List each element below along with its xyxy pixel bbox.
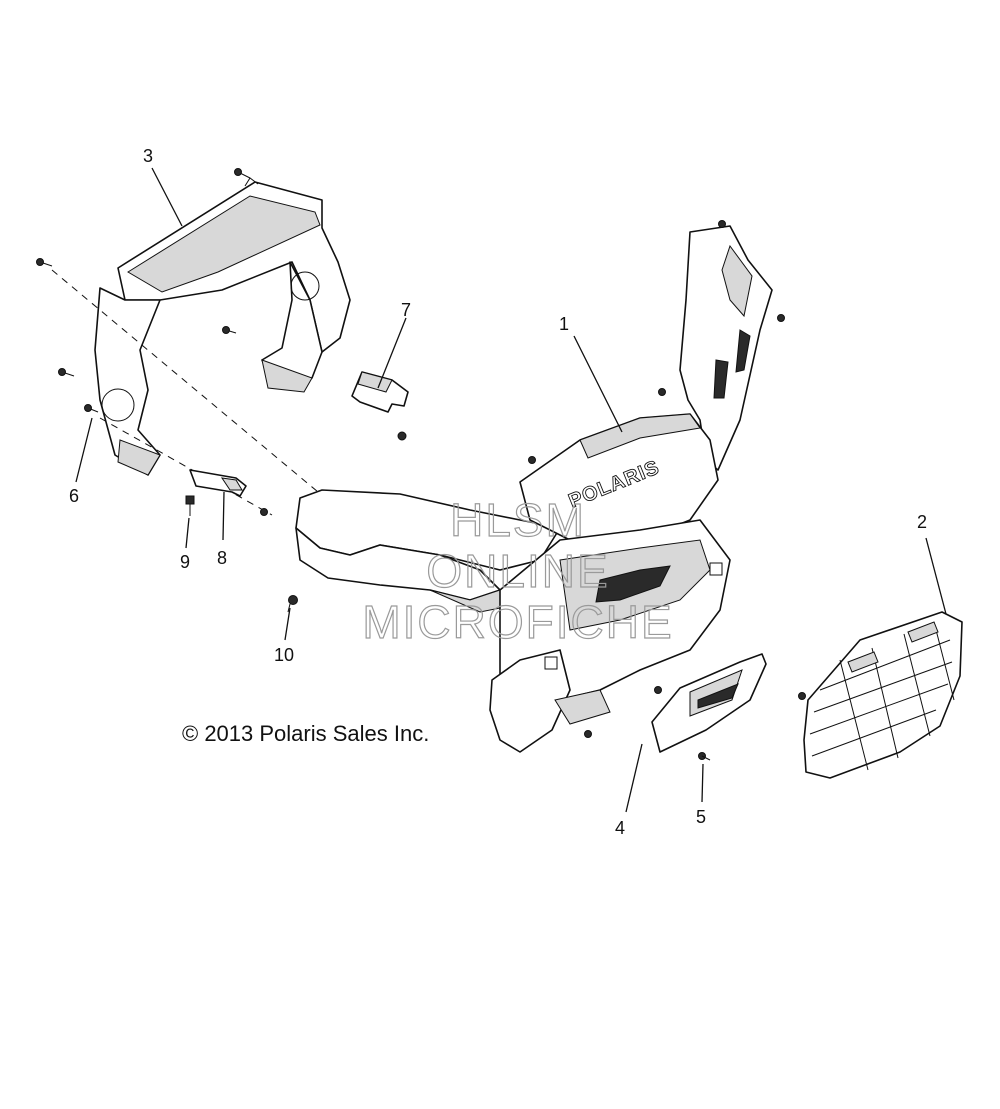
leader-lines [75,167,947,813]
alignment-lines [51,269,331,516]
callout-7: 7 [401,300,411,320]
part-3-shroud-bracket [94,177,351,476]
watermark-line-1: HLSM [450,494,586,546]
copyright-text: © 2013 Polaris Sales Inc. [182,721,429,746]
part-4-lower-insert [651,653,767,753]
callout-8: 8 [217,548,227,568]
callout-3: 3 [143,146,153,166]
part-5-bolt [698,752,711,761]
callout-9: 9 [180,552,190,572]
watermark: HLSM ONLINE MICROFICHE [362,493,673,648]
callout-4: 4 [615,818,625,838]
part-9-bolt [185,495,195,516]
callout-10: 10 [274,645,294,665]
callout-5: 5 [696,807,706,827]
callout-2: 2 [917,512,927,532]
part-1-front-fascia: POLARIS [260,220,785,753]
watermark-line-3: MICROFICHE [362,596,673,648]
part-2-mesh-grille [798,611,963,779]
part-10-bolt [287,595,298,613]
part-8-clip [189,469,247,497]
watermark-line-2: ONLINE [426,545,609,597]
part-7-bracket [351,371,409,441]
callout-1: 1 [559,314,569,334]
bolt-icons-shroud [36,168,251,413]
callout-labels: 3 1 2 7 6 8 9 10 4 5 [69,146,927,838]
callout-6: 6 [69,486,79,506]
